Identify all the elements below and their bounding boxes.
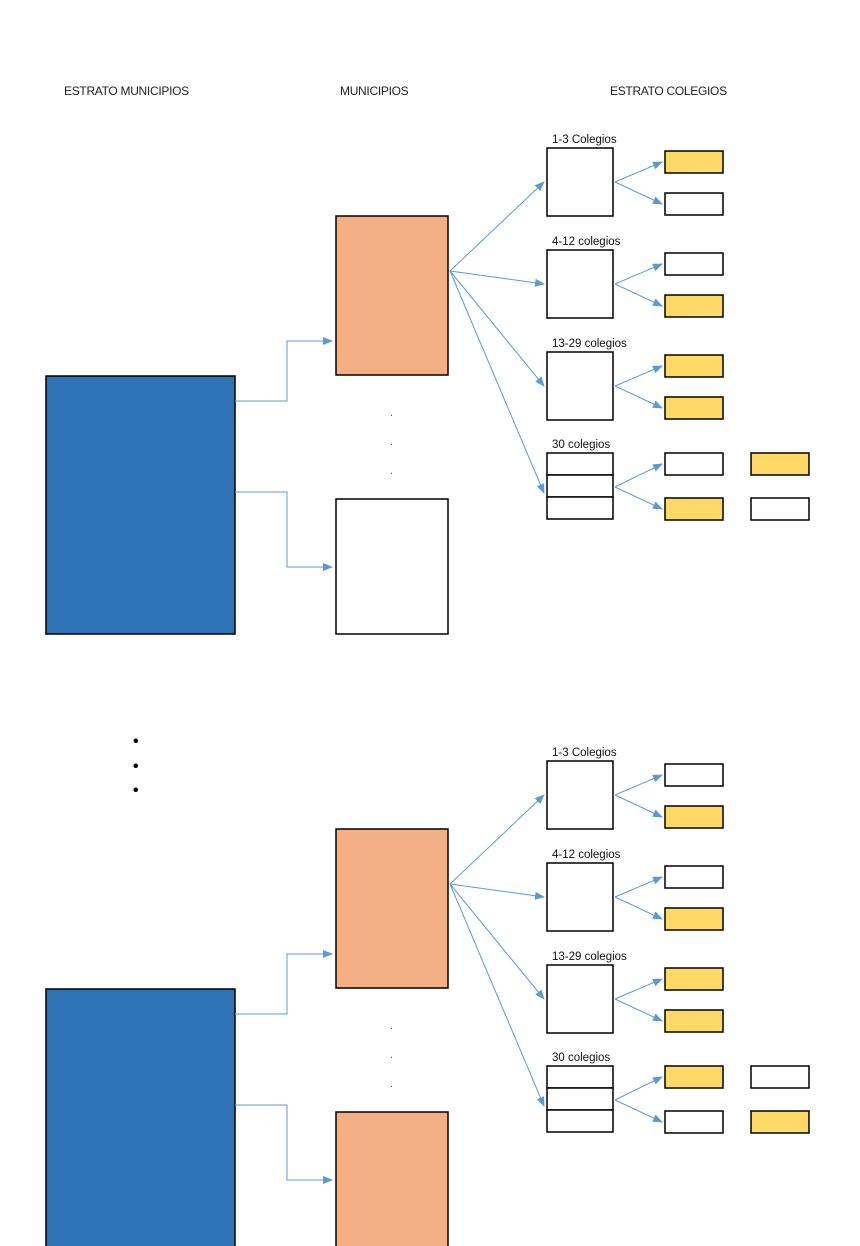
school-box-extra (750, 497, 810, 521)
school-box (664, 967, 724, 991)
school-box (664, 763, 724, 787)
school-stratum-box (546, 496, 614, 520)
school-box (664, 805, 724, 829)
school-box (664, 452, 724, 476)
school-box (664, 497, 724, 521)
municipality-box (335, 215, 449, 376)
school-box (664, 907, 724, 931)
arrow (235, 337, 333, 402)
school-box-extra (750, 1110, 810, 1134)
header-strata-municipalities: ESTRATO MUNICIPIOS (64, 84, 189, 98)
school-box (664, 396, 724, 420)
arrow (614, 1099, 663, 1123)
ellipsis-dot: . (390, 407, 393, 419)
arrow (449, 794, 545, 885)
stratum-block (45, 375, 236, 635)
school-box (664, 1009, 724, 1033)
school-box (664, 192, 724, 216)
school-box (664, 1110, 724, 1134)
school-box (664, 1065, 724, 1089)
arrow (449, 883, 545, 900)
school-stratum-box (546, 452, 614, 476)
school-stratum-box (546, 249, 614, 319)
arrow (235, 950, 333, 1015)
school-stratum-box (546, 760, 614, 830)
school-stratum-box (546, 1087, 614, 1111)
between-groups-dot: • (133, 782, 139, 799)
school-stratum-label: 30 colegios (552, 439, 610, 451)
school-box (664, 150, 724, 174)
school-box (664, 294, 724, 318)
school-stratum-box (546, 474, 614, 498)
arrow (449, 883, 545, 1000)
arrow (614, 486, 663, 510)
arrow (614, 263, 663, 285)
school-box (664, 354, 724, 378)
ellipsis-dot: . (390, 436, 393, 448)
arrow (449, 270, 545, 494)
arrow (614, 978, 663, 1000)
ellipsis-dot: . (390, 1020, 393, 1032)
arrow (614, 896, 663, 920)
school-box-extra (750, 1065, 810, 1089)
school-stratum-box (546, 1065, 614, 1089)
ellipsis-dot: . (390, 465, 393, 477)
groups-layer: ... 1-3 Colegios 4-12 colegios 13-29 colegi… (45, 134, 810, 1246)
arrow (614, 774, 663, 796)
school-stratum-label: 4-12 colegios (552, 236, 621, 248)
arrow (614, 283, 663, 307)
group: ... 1-3 Colegios 4-12 colegios 13-29 colegi… (45, 747, 810, 1246)
arrow (449, 270, 545, 387)
arrow (614, 161, 663, 183)
municipality-box (335, 828, 449, 989)
school-stratum-label: 13-29 colegios (552, 951, 627, 963)
school-stratum-label: 1-3 Colegios (552, 134, 617, 146)
school-stratum-box (546, 862, 614, 932)
school-stratum-box (546, 147, 614, 217)
between-groups-dot: • (133, 733, 139, 750)
arrow (614, 998, 663, 1022)
school-box (664, 865, 724, 889)
arrow (614, 1076, 663, 1101)
between-groups-dot: • (133, 758, 139, 775)
school-box (664, 252, 724, 276)
arrow (614, 385, 663, 409)
ellipsis-dot: . (390, 1049, 393, 1061)
school-stratum-label: 13-29 colegios (552, 338, 627, 350)
school-stratum-label: 1-3 Colegios (552, 747, 617, 759)
arrow (449, 883, 545, 1107)
arrow (614, 365, 663, 387)
group: ... 1-3 Colegios 4-12 colegios 13-29 colegi… (45, 134, 810, 635)
arrow (235, 1104, 333, 1184)
school-box-extra (750, 452, 810, 476)
school-stratum-box (546, 1109, 614, 1133)
school-stratum-label: 4-12 colegios (552, 849, 621, 861)
arrow (449, 270, 545, 287)
arrow (614, 181, 663, 205)
municipality-box (335, 1111, 449, 1246)
stratum-block (45, 988, 236, 1246)
ellipsis-dot: . (390, 1078, 393, 1090)
header-municipalities: MUNICIPIOS (340, 84, 409, 98)
municipality-box (335, 498, 449, 635)
school-stratum-box (546, 964, 614, 1034)
arrow (449, 181, 545, 272)
arrow (614, 463, 663, 488)
header-strata-schools: ESTRATO COLEGIOS (610, 84, 727, 98)
arrow (235, 491, 333, 571)
school-stratum-box (546, 351, 614, 421)
school-stratum-label: 30 colegios (552, 1052, 610, 1064)
arrow (614, 794, 663, 818)
arrow (614, 876, 663, 898)
